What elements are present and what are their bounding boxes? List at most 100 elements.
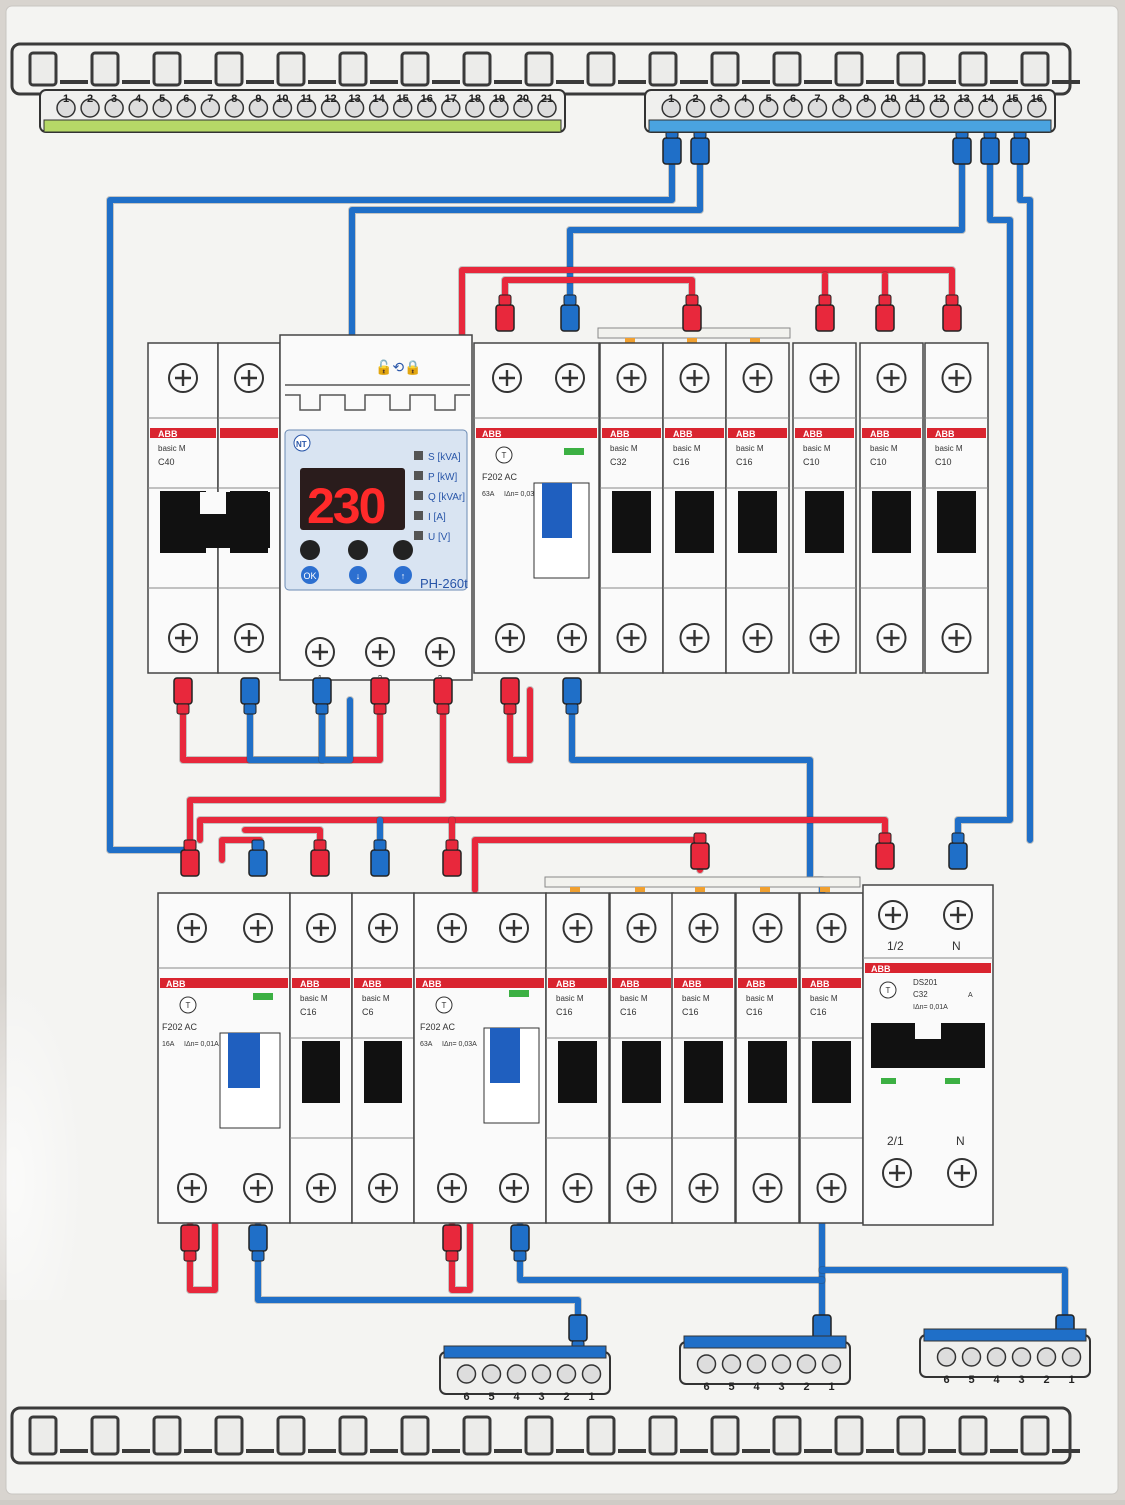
wire-phase-rcd-loop [507,687,533,763]
lock-unlock-icon: 🔓⟲🔒 [375,359,422,376]
phase-ferrule-tip [945,294,959,306]
terminal-label: 1/2 [887,939,904,953]
relay-terminal-screw-cross [372,644,388,660]
neutral-ferrule-tip [251,839,265,851]
brand-label: ABB [166,979,186,989]
phase-ferrule-tip [503,703,517,715]
breaker-toggle [302,1041,340,1103]
neutral-bar-bottom-3-number: 3 [1018,1374,1024,1386]
pe-terminal-bar-screw [200,98,221,118]
busbar-tab [760,887,770,892]
series-label: basic M [736,444,764,453]
rcd-toggle [228,1033,260,1088]
phase-ferrule [180,1224,200,1252]
bottom-din-rail-slot [648,1415,678,1456]
series-label: basic M [610,444,638,453]
rcbo-unit: A [968,992,973,999]
relay-led [414,511,423,520]
rcd-top-screw-cross [444,920,460,936]
rating-label: C16 [810,1007,827,1017]
top-din-rail-slot [648,51,678,87]
pe-terminal-bar-screw [344,98,365,118]
top-din-rail-slot [772,51,802,87]
bottom-din-rail-slot [462,1415,492,1456]
rcbo-top-screw-cross [885,907,901,923]
neutral-bar-bottom-1-screw [506,1364,527,1384]
top-din-rail-clip [556,80,584,84]
phase-ferrule [180,849,200,877]
neutral-terminal-bar-number: 3 [717,93,723,105]
bottom-din-rail-slot [28,1415,58,1456]
top-din-rail-slot [28,51,58,87]
bottom-din-rail-clip [308,1449,336,1453]
rcd-trip: IΔn= 0,01A [184,1041,219,1048]
neutral-ferrule-tip [373,839,387,851]
rating-label: C6 [362,1007,374,1017]
phase-ferrule-tip [183,839,197,851]
top-din-rail-slot [524,51,554,87]
top-din-rail-slot [338,51,368,87]
top-din-rail-clip [928,80,956,84]
neutral-terminal-bar-number: 6 [790,93,796,105]
brand-label: ABB [556,979,576,989]
bottom-din-rail-slot [958,1415,988,1456]
phase-ferrule-tip [693,832,707,844]
brand-label: ABB [935,429,955,439]
top-din-rail-slot [90,51,120,87]
pe-terminal-bar-number: 9 [255,93,261,105]
top-din-rail-clip [122,80,150,84]
brand-stripe [927,428,986,438]
neutral-ferrule-tip [951,832,965,844]
pe-terminal-bar-screw [537,98,557,118]
top-din-rail-slot [152,51,182,87]
neutral-bar-bottom-1-number: 3 [538,1391,544,1403]
neutral-bar-bottom-2-screw [746,1354,767,1374]
bottom-din-rail-clip [928,1449,956,1453]
neutral-terminal-bar-screw [953,98,974,118]
status-indicator [509,990,529,997]
bottom-din-rail-slot [152,1415,182,1456]
neutral-bar-bottom-3-screw [936,1347,957,1367]
phase-ferrule-tip [818,294,832,306]
breaker-toggle [872,491,911,553]
neutral-bar-bottom-1-number: 1 [588,1391,594,1403]
neutral-bar-bottom-2-screw [696,1354,717,1374]
bottom-terminal-screw-cross [313,1180,329,1196]
brand-label: ABB [620,979,640,989]
neutral-bar-bottom-2-number: 4 [753,1381,760,1393]
brand-label: ABB [682,979,702,989]
wire-neutral-5 [1017,157,1033,843]
busbar-tab [625,338,635,343]
terminal-label: N [952,939,961,953]
bottom-din-rail-clip [370,1449,398,1453]
neutral-bar-bottom-1-screw [531,1364,552,1384]
relay-led-label: Q [kVAr] [428,492,465,503]
neutral-ferrule [1010,137,1030,165]
pe-terminal-bar-number: 14 [373,93,386,105]
pe-terminal-bar-screw [176,98,197,118]
phase-ferrule-tip [445,839,459,851]
neutral-terminal-bar-screw [807,98,828,118]
top-din-rail-clip [742,80,770,84]
pe-terminal-bar-number: 4 [135,93,142,105]
bottom-din-rail-slot [338,1415,368,1456]
phase-ferrule [500,677,520,705]
bottom-din-rail-clip [742,1449,770,1453]
bottom-terminal-screw-cross [375,1180,391,1196]
brand-label: ABB [871,964,891,974]
top-terminal-screw-cross [749,370,766,386]
brand-label: ABB [422,979,442,989]
neutral-terminal-bar-screw [929,98,950,118]
neutral-terminal-bar-number: 5 [766,93,772,105]
pe-terminal-bar-screw [128,98,148,118]
bottom-din-rail-clip [866,1449,894,1453]
neutral-terminal-bar-number: 14 [982,93,995,105]
neutral-bar-bottom-3-number: 1 [1068,1374,1074,1386]
phase-ferrule-tip [878,832,892,844]
phase-ferrule-tip [373,703,387,715]
